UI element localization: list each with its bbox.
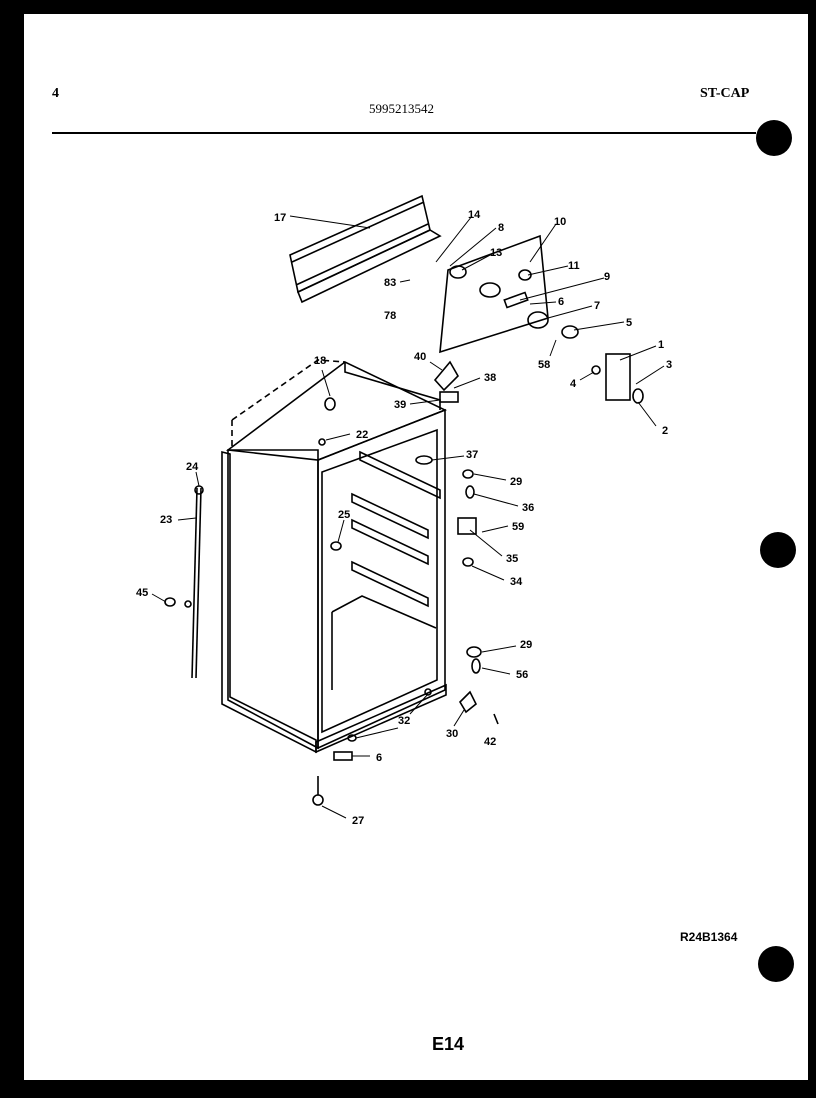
- label-83: 83: [384, 277, 396, 289]
- label-35: 35: [506, 553, 518, 565]
- relay-part: [605, 353, 631, 401]
- top-rail-part: [289, 194, 442, 304]
- label-56: 56: [516, 669, 528, 681]
- label-13: 13: [490, 247, 502, 259]
- label-42: 42: [484, 736, 496, 748]
- binder-hole-top: [756, 120, 792, 156]
- crisper-area: [331, 595, 437, 690]
- label-36: 36: [522, 502, 534, 514]
- leveling-leg-part: [312, 794, 324, 806]
- label-3: 3: [666, 359, 672, 371]
- label-58: 58: [538, 359, 550, 371]
- section-code: ST-CAP: [700, 86, 750, 101]
- label-1: 1: [658, 339, 664, 351]
- label-6-upper: 6: [558, 296, 564, 308]
- label-11: 11: [568, 260, 580, 272]
- label-7: 7: [594, 300, 600, 312]
- drain-tube: [184, 485, 204, 679]
- label-59: 59: [512, 521, 524, 533]
- label-4: 4: [570, 378, 577, 390]
- label-23: 23: [160, 514, 172, 526]
- part-labels: 17 14 8 13 10 11 9 83 78 6 7 5 58 1 3 4 …: [136, 209, 672, 827]
- thermostat-part: [527, 311, 549, 329]
- label-45: 45: [136, 587, 148, 599]
- header-rule: [52, 132, 756, 134]
- model-number: 5995213542: [369, 101, 434, 116]
- label-30: 30: [446, 728, 458, 740]
- interior-shelves: [351, 450, 441, 608]
- label-9: 9: [604, 271, 610, 283]
- light-socket-part: [433, 360, 459, 392]
- label-29-lower: 29: [520, 639, 532, 651]
- door-stop-part: [458, 690, 478, 714]
- label-6-lower: 6: [376, 752, 382, 764]
- label-8: 8: [498, 222, 504, 234]
- binder-hole-bottom: [758, 946, 794, 982]
- label-2: 2: [662, 425, 668, 437]
- label-22: 22: [356, 429, 368, 441]
- binder-hole-middle: [760, 532, 796, 568]
- label-39: 39: [394, 399, 406, 411]
- label-78: 78: [384, 310, 396, 322]
- label-5: 5: [626, 317, 632, 329]
- label-37: 37: [466, 449, 478, 461]
- label-10: 10: [554, 216, 566, 228]
- cabinet-body: [221, 359, 447, 754]
- hardware-parts: [164, 265, 644, 806]
- label-18: 18: [314, 355, 326, 367]
- drawing-code: R24B1364: [680, 930, 738, 944]
- label-29-upper: 29: [510, 476, 522, 488]
- label-27: 27: [352, 815, 364, 827]
- label-17: 17: [274, 212, 286, 224]
- label-25: 25: [338, 509, 350, 521]
- label-34: 34: [510, 576, 523, 588]
- label-38: 38: [484, 372, 496, 384]
- label-14: 14: [468, 209, 481, 221]
- page-code: E14: [432, 1034, 465, 1054]
- hinge-part: [457, 517, 477, 535]
- parts-sheet: 4 5995213542 ST-CAP R24B1364 E14: [24, 14, 808, 1080]
- label-32: 32: [398, 715, 410, 727]
- page-number: 4: [52, 86, 59, 101]
- label-24: 24: [186, 461, 199, 473]
- leader-lines: [151, 215, 665, 819]
- label-40: 40: [414, 351, 426, 363]
